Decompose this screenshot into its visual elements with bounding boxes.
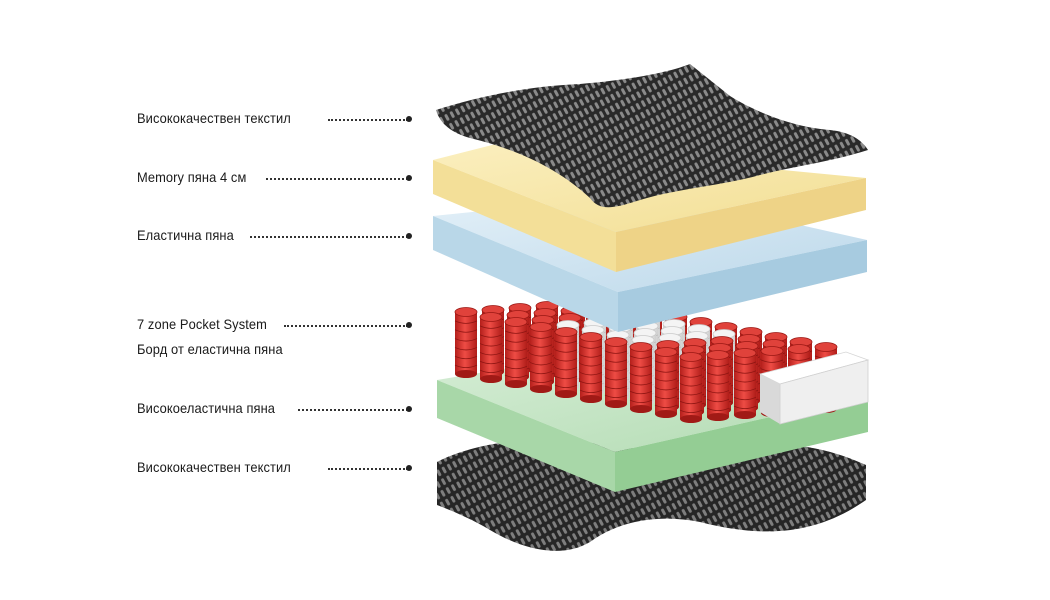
leader-dot [406,116,412,122]
leader-line [266,178,408,180]
leader-dot [406,406,412,412]
spring-coil [679,352,703,423]
leader-line [284,325,408,327]
spring-coil [604,337,628,408]
spring-coil [629,342,653,413]
leader-dot [406,233,412,239]
leader-dot [406,465,412,471]
spring-coil [554,327,578,398]
foam-edge-board [758,351,870,425]
leader-line [298,409,408,411]
label-high-elastic-foam: Високоеластична пяна [137,400,276,416]
leader-dot [406,322,412,328]
leader-line [250,236,408,238]
label-top-textile: Висококачествен текстил [137,110,291,126]
spring-coil [529,322,553,393]
spring-coil [733,348,757,419]
label-elastic-foam: Еластична пяна [137,227,234,243]
spring-coil [706,350,730,421]
spring-coil [654,347,678,418]
label-memory-foam: Memory пяна 4 см [137,169,247,185]
spring-coil [579,332,603,403]
bottom-textile-layer [437,439,866,551]
top-textile-layer [436,64,868,208]
spring-coil [454,307,478,378]
label-foam-edge: Борд от еластична пяна [137,341,283,357]
leader-line [328,468,408,470]
leader-line [328,119,408,121]
leader-dot [406,175,412,181]
spring-coil [479,312,503,383]
label-pocket-system: 7 zone Pocket System [137,316,267,332]
label-bottom-textile: Висококачествен текстил [137,459,291,475]
spring-coil [504,317,528,388]
